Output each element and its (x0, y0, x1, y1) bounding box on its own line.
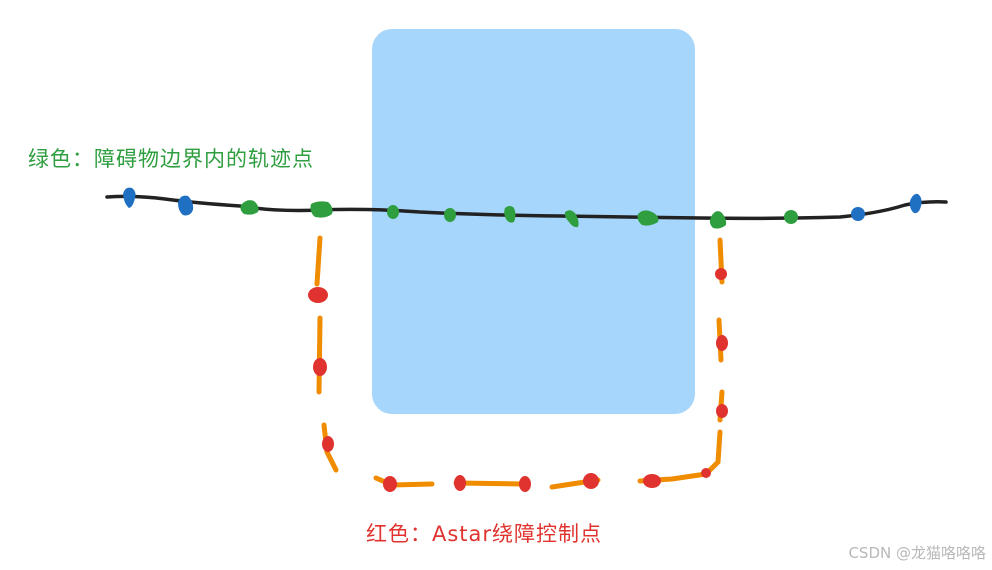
control-point (308, 287, 328, 303)
inside-point (709, 211, 727, 229)
control-point (715, 268, 727, 280)
original-point (909, 193, 922, 214)
detour-control-points (308, 268, 728, 492)
inside-point (387, 205, 399, 219)
inside-point (310, 201, 333, 218)
control-point (716, 335, 728, 351)
inside-obstacle-points (240, 200, 798, 229)
original-point (123, 187, 136, 208)
inside-point (784, 210, 798, 224)
inside-point (637, 210, 659, 226)
control-point (519, 476, 531, 492)
red-points-legend-label: 红色：Astar绕障控制点 (366, 522, 603, 546)
obstacle-rect (372, 29, 695, 414)
control-point (322, 436, 334, 452)
inside-point (444, 208, 456, 222)
control-point (383, 476, 397, 492)
inside-point (504, 206, 516, 223)
inside-point (564, 210, 579, 228)
control-point (583, 473, 599, 489)
control-point (716, 404, 728, 418)
watermark: CSDN @龙猫咯咯咯 (848, 544, 986, 562)
original-point (851, 207, 865, 221)
control-point (643, 474, 661, 488)
control-point (454, 475, 466, 491)
control-point (701, 468, 711, 478)
original-points (123, 187, 922, 221)
inside-point (240, 200, 259, 215)
original-point (178, 195, 194, 216)
green-points-legend-label: 绿色：障碍物边界内的轨迹点 (28, 147, 314, 171)
control-point (313, 358, 327, 376)
